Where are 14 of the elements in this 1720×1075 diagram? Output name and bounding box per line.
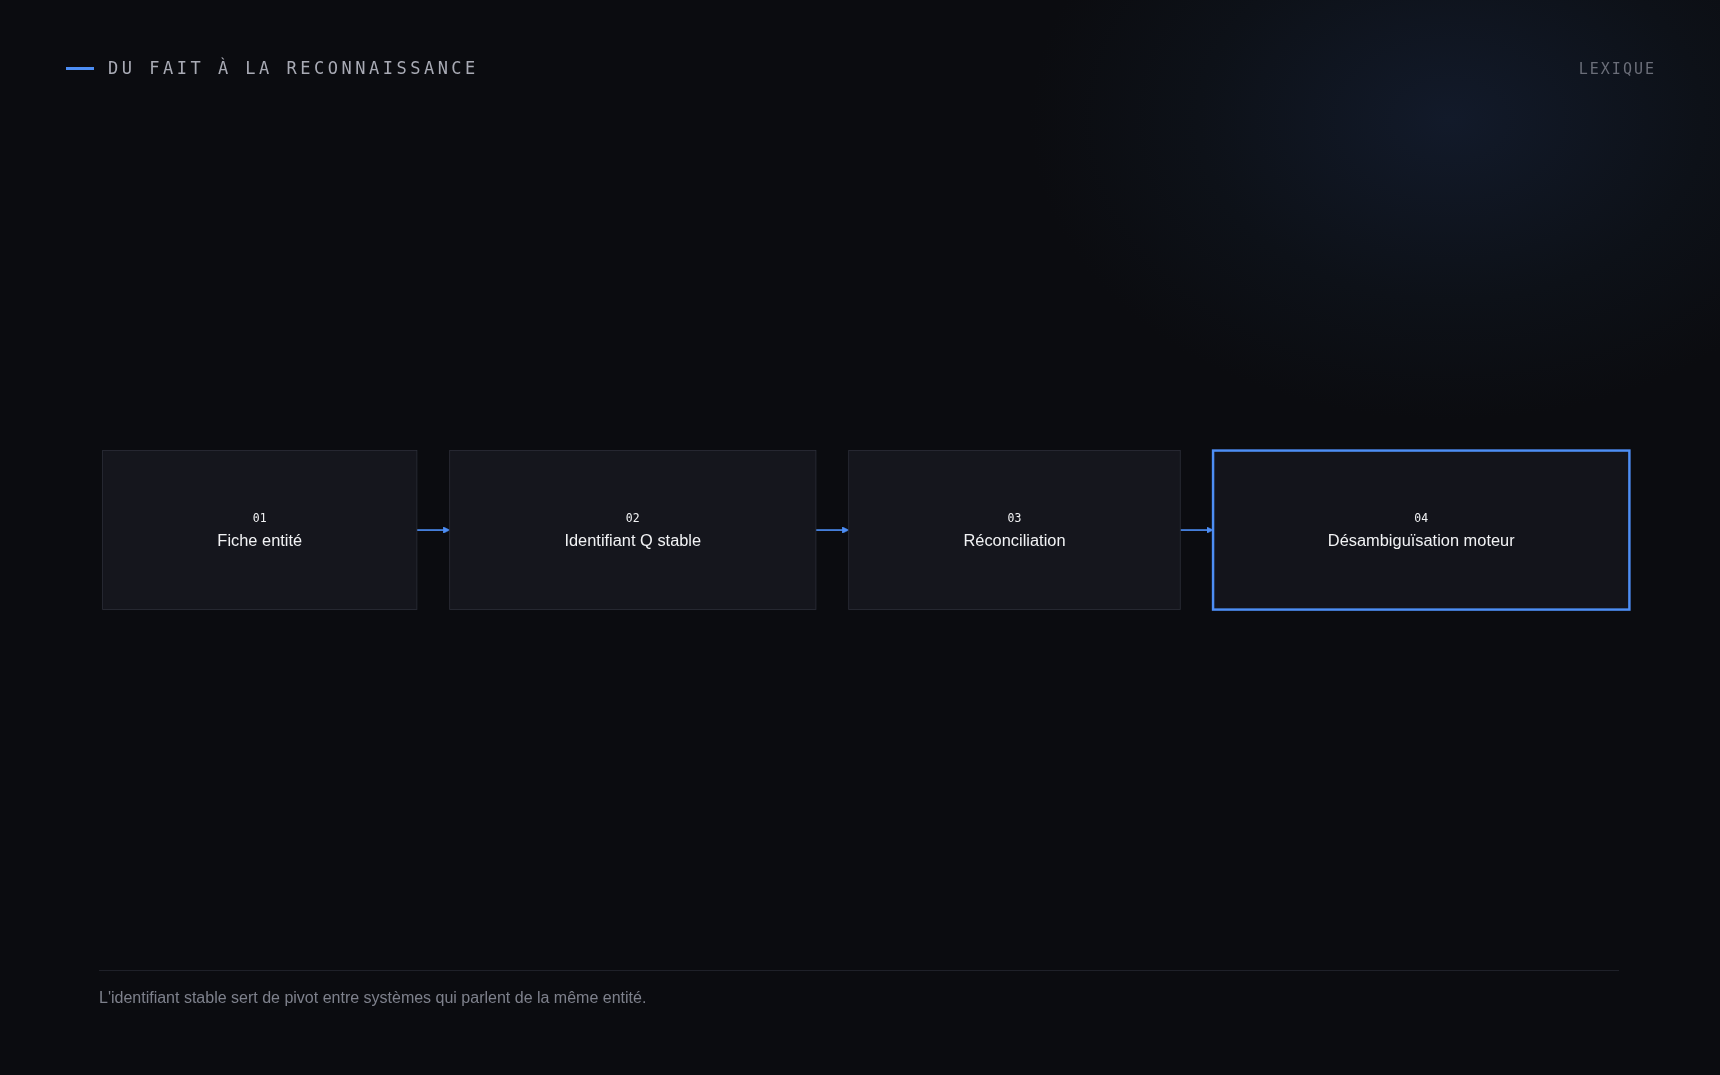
step-number: 04 xyxy=(1414,511,1429,525)
arrow xyxy=(815,526,849,534)
step-title: Identifiant Q stable xyxy=(564,530,702,549)
step-number: 03 xyxy=(1007,511,1022,525)
section-label: LEXIQUE xyxy=(1578,60,1656,78)
arrow xyxy=(1179,526,1214,534)
step-number: 01 xyxy=(252,511,267,525)
step-number: 02 xyxy=(625,511,640,525)
page-title: DU FAIT À LA RECONNAISSANCE xyxy=(108,58,479,78)
step-title: Réconciliation xyxy=(963,530,1066,549)
step-title: Fiche entité xyxy=(217,530,303,549)
caption-text: L'identifiant stable sert de pivot entre systèmes qui parlent de la même entité. xyxy=(99,989,647,1007)
step-title: Désambiguïsation moteur xyxy=(1327,530,1515,549)
arrow xyxy=(416,526,450,534)
